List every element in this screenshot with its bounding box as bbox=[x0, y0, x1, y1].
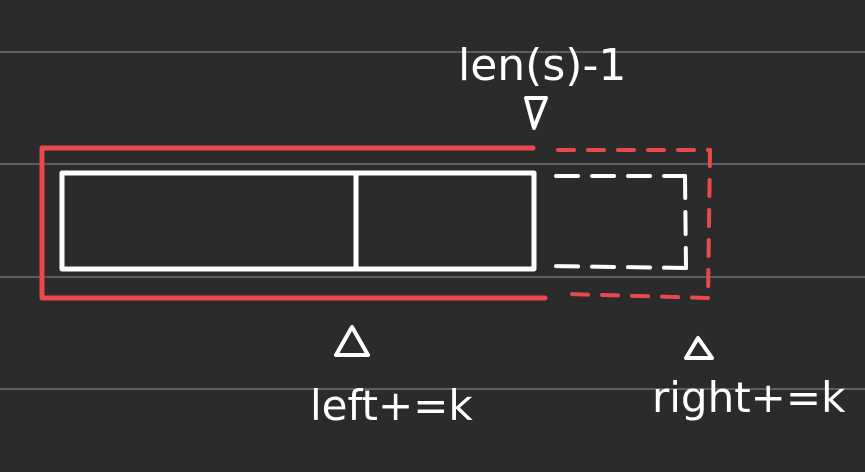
ruled-lines bbox=[0, 51, 865, 390]
array-box bbox=[59, 170, 537, 272]
array-box-dashed-extension bbox=[548, 174, 688, 270]
up-triangle-icon bbox=[334, 325, 370, 357]
up-triangle-icon bbox=[684, 336, 714, 360]
top-index-label: len(s)-1 bbox=[458, 40, 626, 91]
left-pointer-label: left+=k bbox=[310, 381, 473, 430]
down-triangle-icon bbox=[524, 96, 548, 130]
window-outline-dashed bbox=[556, 148, 712, 300]
window-outline-solid bbox=[39, 145, 548, 301]
right-pointer-label: right+=k bbox=[652, 373, 846, 422]
